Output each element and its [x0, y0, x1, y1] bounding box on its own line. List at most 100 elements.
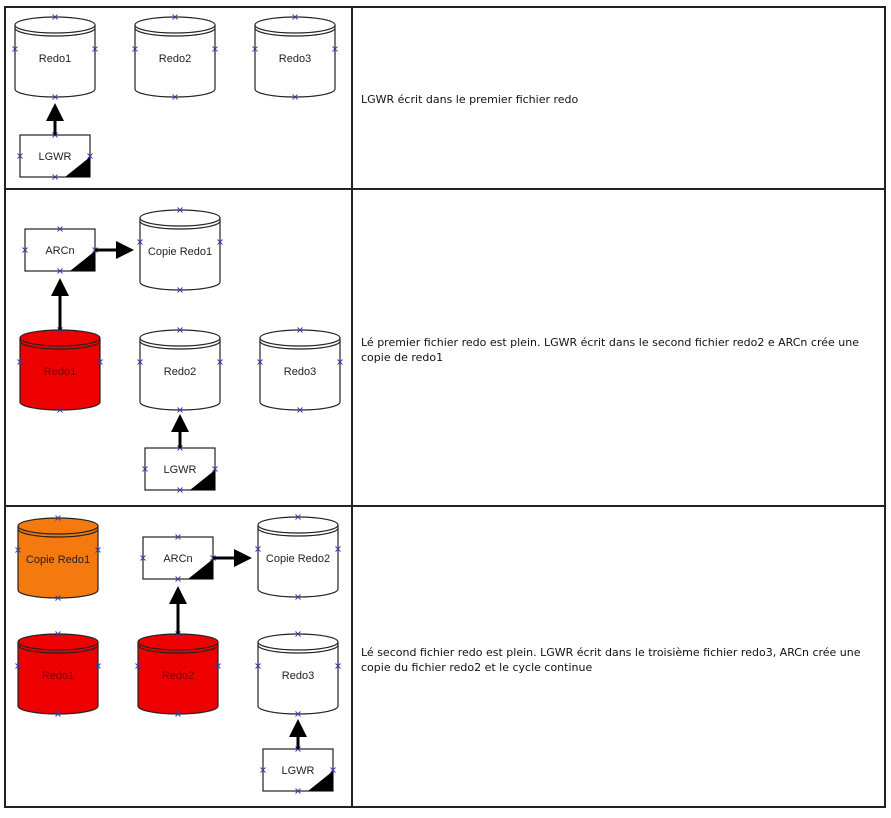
- copie-redo2-cylinder: Copie Redo2: [255, 514, 341, 600]
- connection-point-icon: [57, 268, 63, 274]
- connection-point-icon: [172, 94, 178, 100]
- connection-point-icon: [140, 555, 146, 561]
- connection-point-icon: [330, 767, 336, 773]
- connection-point-icon: [295, 514, 301, 520]
- connection-point-icon: [175, 534, 181, 540]
- connection-point-icon: [337, 359, 343, 365]
- connection-point-icon: [95, 547, 101, 553]
- cylinder-label: Redo1: [44, 366, 76, 378]
- connection-point-icon: [137, 359, 143, 365]
- connection-point-icon: [295, 631, 301, 637]
- cylinder-top: [257, 633, 339, 651]
- lgwr-process: LGWR: [17, 132, 93, 180]
- diagram-table: [4, 6, 886, 808]
- connection-point-icon: [295, 594, 301, 600]
- connection-point-icon: [15, 547, 21, 553]
- connection-point-icon: [177, 287, 183, 293]
- redo1-cylinder: Redo1: [15, 631, 101, 717]
- row-divider: [4, 188, 886, 190]
- connection-point-icon: [335, 663, 341, 669]
- connection-point-icon: [255, 663, 261, 669]
- cylinder-rim: [254, 27, 336, 37]
- cylinder-top: [134, 16, 216, 34]
- step-2-description: Lé premier fichier redo est plein. LGWR …: [361, 336, 859, 364]
- redo2-cylinder: Redo2: [137, 327, 223, 413]
- cylinder-top: [17, 517, 99, 535]
- process-corner: [188, 559, 213, 579]
- arcn-process: ARCn: [140, 534, 216, 582]
- cylinder-top: [139, 329, 221, 347]
- process-label: LGWR: [282, 765, 315, 777]
- connection-point-icon: [212, 46, 218, 52]
- connection-point-icon: [142, 466, 148, 472]
- cylinder-rim: [17, 644, 99, 654]
- cylinder-label: Redo1: [39, 53, 71, 65]
- connection-point-icon: [292, 14, 298, 20]
- process-label: LGWR: [164, 464, 197, 476]
- connection-point-icon: [257, 359, 263, 365]
- process-label: ARCn: [45, 245, 74, 257]
- redo3-cylinder: Redo3: [255, 631, 341, 717]
- process-label: LGWR: [39, 151, 72, 163]
- connection-point-icon: [17, 359, 23, 365]
- connection-point-icon: [55, 711, 61, 717]
- redo2-cylinder: Redo2: [135, 631, 221, 717]
- connection-point-icon: [295, 711, 301, 717]
- cylinder-rim: [137, 644, 219, 654]
- cylinder-rim: [259, 340, 341, 350]
- cylinder-rim: [257, 527, 339, 537]
- cylinder-label: Copie Redo1: [148, 246, 212, 258]
- copie-redo1-cylinder: Copie Redo1: [137, 207, 223, 293]
- connection-point-icon: [55, 631, 61, 637]
- connection-point-icon: [252, 46, 258, 52]
- connection-point-icon: [215, 663, 221, 669]
- cylinder-label: Copie Redo2: [266, 553, 330, 565]
- connection-point-icon: [292, 94, 298, 100]
- connection-point-icon: [15, 663, 21, 669]
- connection-point-icon: [57, 407, 63, 413]
- cylinder-top: [137, 633, 219, 651]
- process-corner: [308, 771, 333, 791]
- cylinder-label: Redo3: [282, 670, 314, 682]
- arcn-process: ARCn: [22, 226, 98, 274]
- process-corner: [190, 470, 215, 490]
- row-divider: [4, 505, 886, 507]
- connection-point-icon: [87, 153, 93, 159]
- process-corner: [65, 157, 90, 177]
- cylinder-rim: [14, 27, 96, 37]
- connection-point-icon: [212, 466, 218, 472]
- redo3-cylinder: Redo3: [252, 14, 338, 100]
- connection-point-icon: [135, 663, 141, 669]
- redo3-cylinder: Redo3: [257, 327, 343, 413]
- cylinder-label: Redo2: [162, 670, 194, 682]
- connection-point-icon: [172, 14, 178, 20]
- cylinder-top: [259, 329, 341, 347]
- process-label: ARCn: [163, 553, 192, 565]
- copie-redo1-cylinder: Copie Redo1: [15, 515, 101, 601]
- connection-point-icon: [22, 247, 28, 253]
- connection-point-icon: [175, 711, 181, 717]
- connection-point-icon: [255, 546, 261, 552]
- cylinder-top: [17, 633, 99, 651]
- cylinder-rim: [134, 27, 216, 37]
- connection-point-icon: [95, 663, 101, 669]
- connection-point-icon: [55, 515, 61, 521]
- connection-point-icon: [137, 239, 143, 245]
- connection-point-icon: [295, 788, 301, 794]
- connection-point-icon: [52, 14, 58, 20]
- cylinder-top: [19, 329, 101, 347]
- connection-point-icon: [217, 239, 223, 245]
- cylinder-rim: [17, 528, 99, 538]
- connection-point-icon: [177, 327, 183, 333]
- cylinder-label: Redo2: [159, 53, 191, 65]
- cylinder-top: [14, 16, 96, 34]
- connection-point-icon: [92, 46, 98, 52]
- connection-point-icon: [52, 174, 58, 180]
- cylinder-label: Redo3: [284, 366, 316, 378]
- lgwr-process: LGWR: [142, 445, 218, 493]
- cylinder-rim: [19, 340, 101, 350]
- cylinder-rim: [139, 340, 221, 350]
- connection-point-icon: [177, 207, 183, 213]
- connection-point-icon: [52, 94, 58, 100]
